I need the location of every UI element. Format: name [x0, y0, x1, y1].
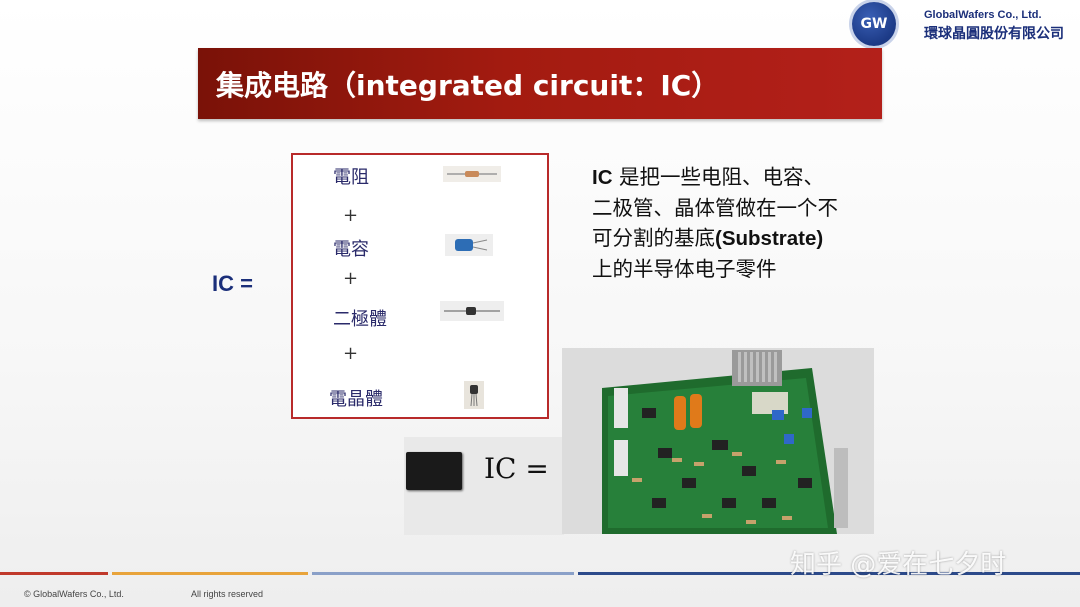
- description-lead: IC: [592, 166, 613, 189]
- footer-line-red: [0, 572, 108, 575]
- component-label-transistor: 電晶體: [329, 389, 383, 410]
- photo-ic-equals-text: IC =: [484, 452, 549, 485]
- company-logo: GW GlobalWafers Co., Ltd. 環球晶圓股份有限公司: [852, 2, 1078, 46]
- ic-equals-label: IC =: [212, 271, 253, 296]
- plus-sign-1: +: [343, 205, 359, 226]
- diode-icon: [440, 301, 504, 321]
- slide-title: 集成电路（integrated circuit：IC）: [216, 69, 720, 102]
- circuit-board-image: [562, 348, 874, 534]
- zhihu-watermark: 知乎 @爱在七夕时: [790, 550, 1007, 580]
- resistor-icon: [443, 166, 501, 182]
- footer-rights: All rights reserved: [191, 589, 264, 599]
- footer-line-lightblue: [312, 572, 574, 575]
- description-part1: 是把一些电阻、电容、二极管、晶体管做在一个不可分割的基底: [592, 165, 838, 250]
- component-label-diode: 二極體: [333, 309, 387, 330]
- ic-description: IC 是把一些电阻、电容、二极管、晶体管做在一个不可分割的基底(Substrat…: [592, 162, 842, 284]
- circuit-board-photo: [562, 348, 874, 534]
- plus-sign-3: +: [343, 343, 359, 364]
- footer-copyright: © GlobalWafers Co., Ltd.: [24, 589, 124, 599]
- ic-chip-image: [406, 452, 462, 490]
- transistor-icon: [464, 381, 484, 409]
- slide-title-bar: 集成电路（integrated circuit：IC）: [198, 48, 882, 119]
- footer-line-orange: [112, 572, 308, 575]
- company-name-en: GlobalWafers Co., Ltd.: [924, 9, 1042, 21]
- description-part2: 上的半导体电子零件: [592, 257, 777, 281]
- component-label-capacitor: 電容: [333, 239, 369, 260]
- plus-sign-2: +: [343, 268, 359, 289]
- globalwafers-logo-icon: GW: [852, 2, 896, 46]
- capacitor-icon: [445, 234, 493, 256]
- component-list-box: 電阻 + 電容 + 二極體 + 電晶體: [291, 153, 549, 419]
- description-substrate: (Substrate): [715, 227, 824, 250]
- component-label-resistor: 電阻: [333, 167, 369, 188]
- company-name-cn: 環球晶圓股份有限公司: [924, 26, 1064, 42]
- footer-line-darkblue: [578, 572, 1080, 575]
